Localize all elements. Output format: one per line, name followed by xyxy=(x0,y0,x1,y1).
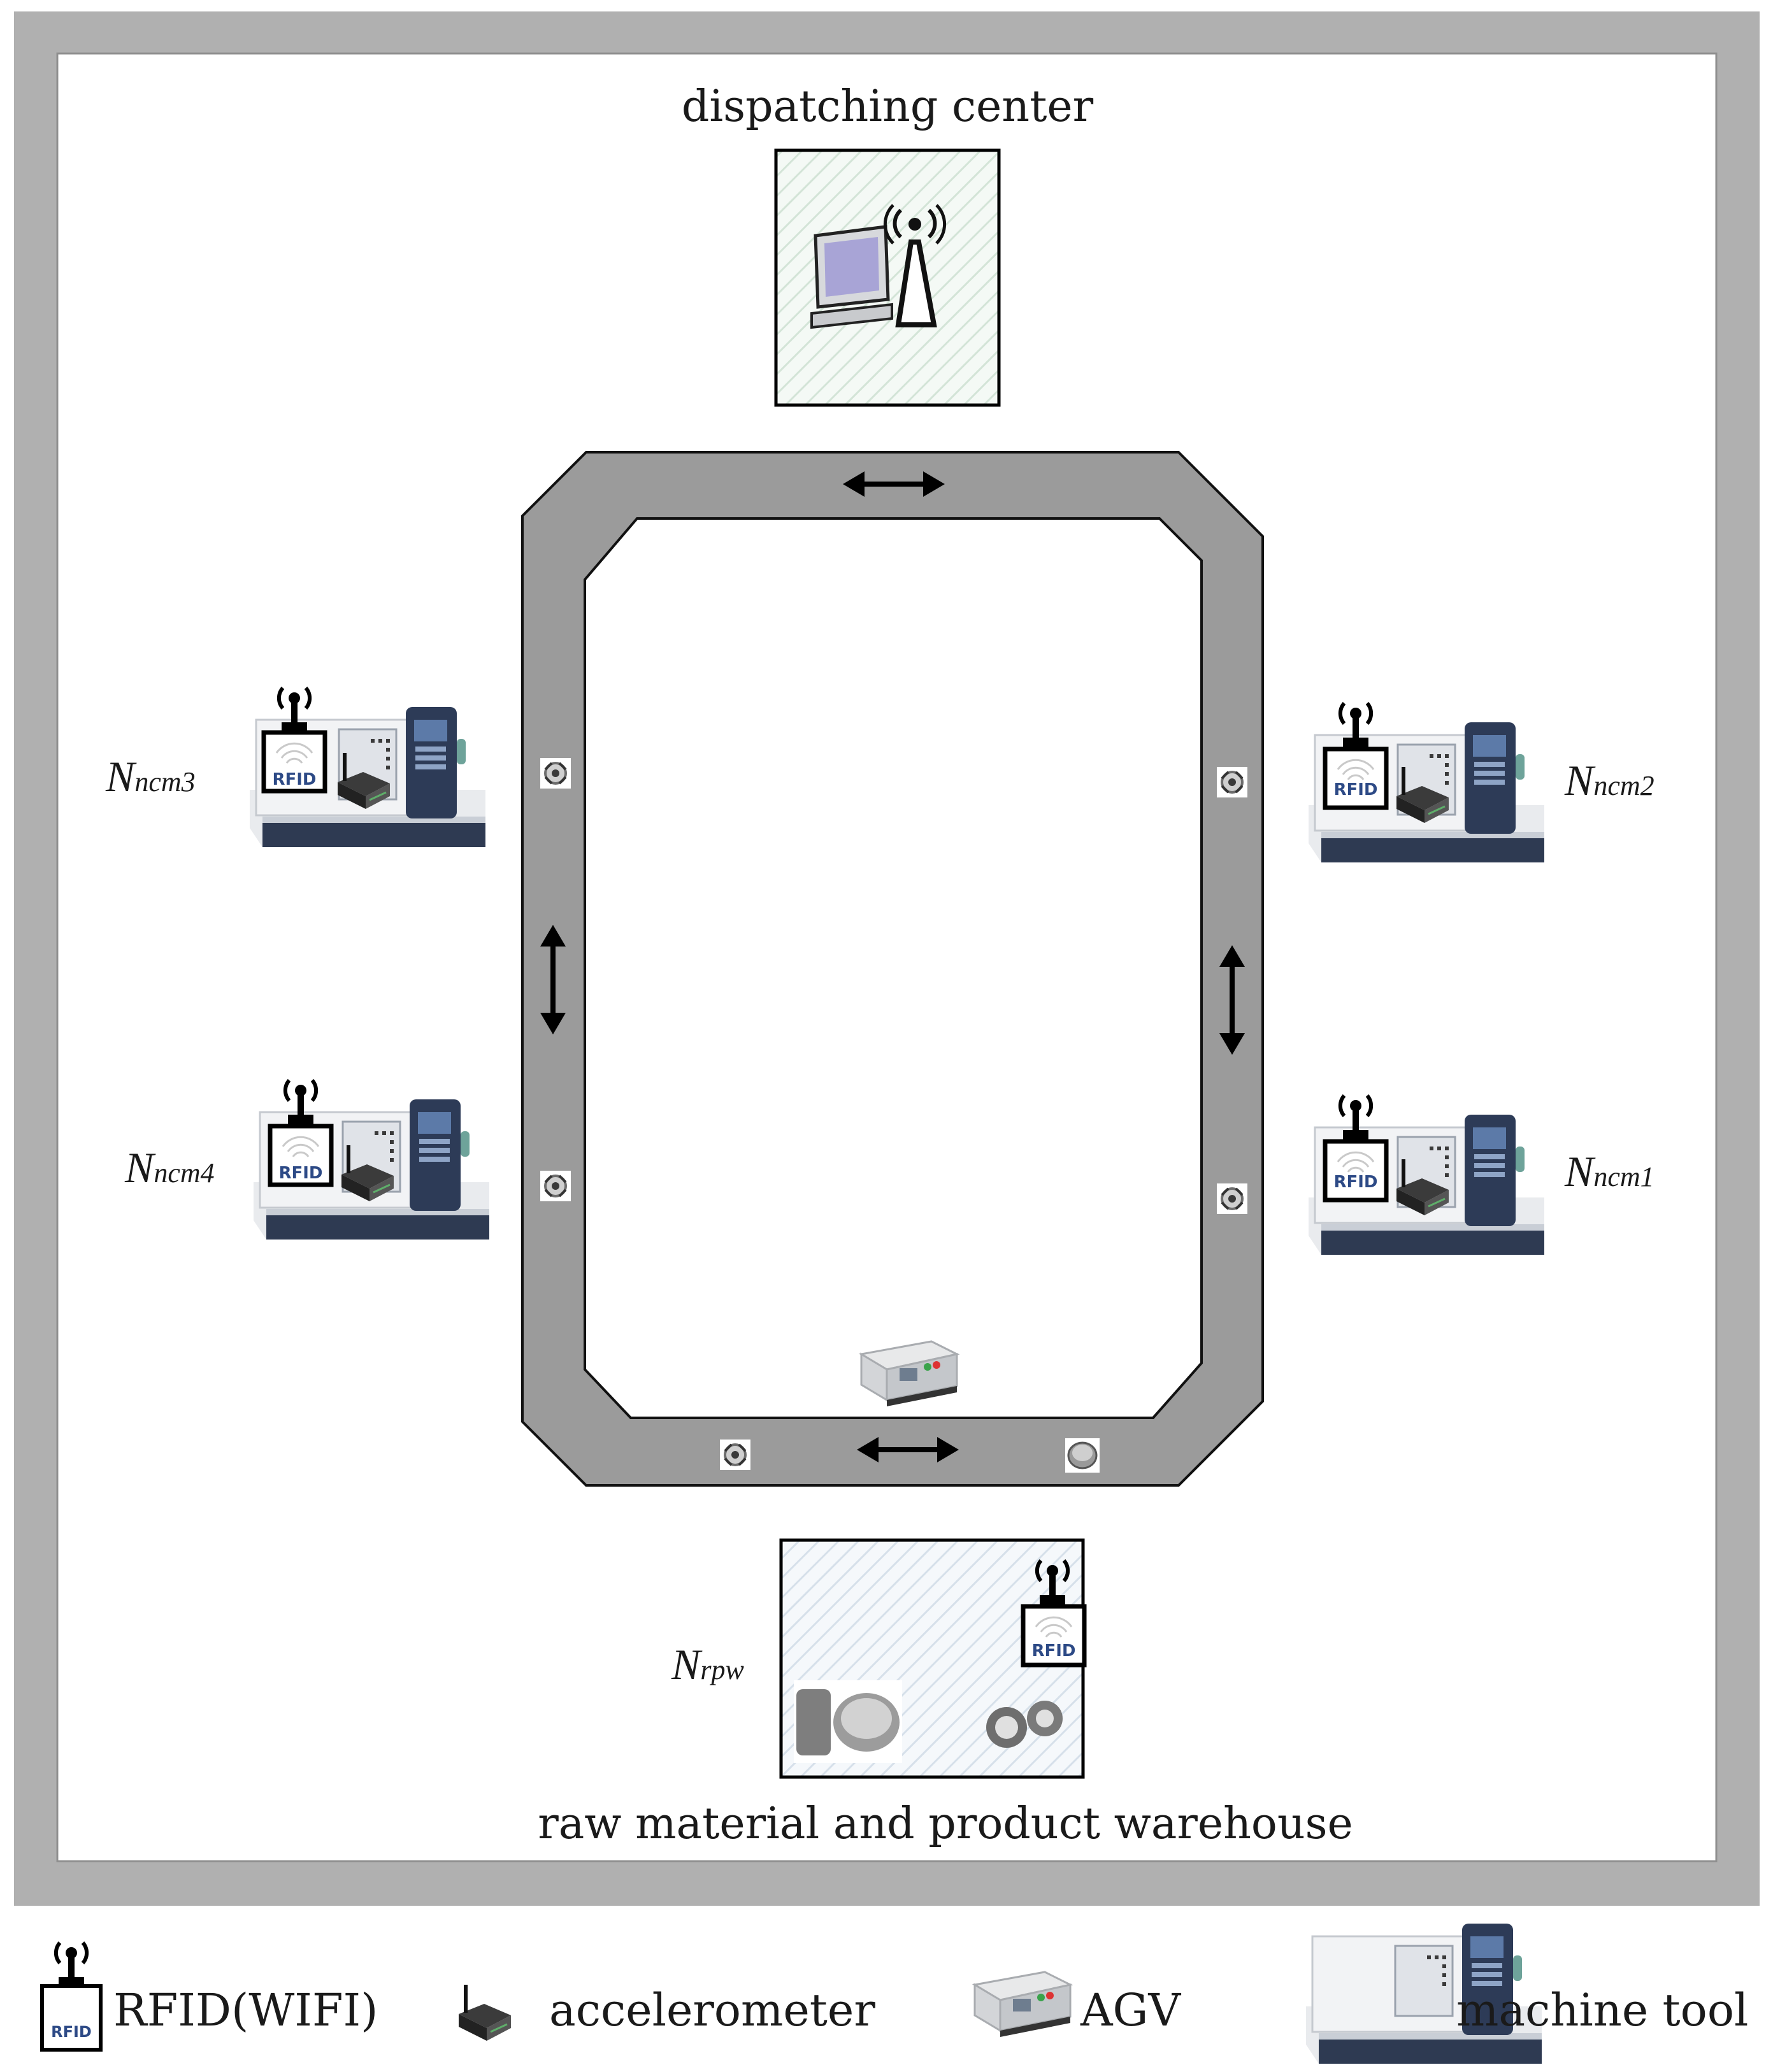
machine-ncm3: RFID xyxy=(248,688,487,848)
legend-label-accelerometer: accelerometer xyxy=(549,1984,875,2036)
agv-track xyxy=(521,451,1264,1487)
raw-material-icon xyxy=(794,1680,902,1763)
rfid-tag-text: RFID xyxy=(1333,1173,1377,1192)
legend-item-agv: AGV xyxy=(973,1971,1181,2038)
wireless-tower-icon xyxy=(883,204,947,327)
machine-ncm1: RFID xyxy=(1307,1096,1546,1256)
rfid-tag-text: RFID xyxy=(278,1164,322,1183)
rfid-tag-text: RFID xyxy=(272,770,316,789)
finished-product-icon xyxy=(986,1701,1063,1748)
legend-label-rfid: RFID(WIFI) xyxy=(113,1984,378,2036)
warehouse-box: RFID xyxy=(779,1538,1084,1779)
dispatching-center-label: dispatching center xyxy=(682,82,1094,132)
legend-item-machine-tool: machine tool xyxy=(1305,1922,1748,2065)
legend-item-accelerometer: accelerometer xyxy=(457,1983,875,2042)
node-label-ncm1: Nncm1 xyxy=(1564,1147,1654,1196)
rfid-wifi-icon xyxy=(56,1943,87,1987)
warehouse-label: raw material and product warehouse xyxy=(538,1799,1353,1849)
node-label-ncm3: Nncm3 xyxy=(105,752,196,801)
part-on-track-icon xyxy=(719,1438,752,1471)
accelerometer-icon xyxy=(457,1983,512,2042)
legend-label-machine-tool: machine tool xyxy=(1456,1984,1748,2036)
rfid-tag-text: RFID xyxy=(1031,1641,1075,1661)
node-label-ncm2: Nncm2 xyxy=(1564,756,1654,804)
node-label-rpw: Nrpw xyxy=(671,1640,744,1689)
legend: RFID RFID(WIFI) accelerometer AGV machin… xyxy=(40,1922,1748,2065)
machine-ncm2: RFID xyxy=(1307,703,1546,864)
node-label-ncm4: Nncm4 xyxy=(124,1143,215,1192)
part-on-track-icon xyxy=(1216,1182,1249,1215)
svg-text:RFID: RFID xyxy=(51,2023,92,2041)
blank-part-icon xyxy=(1065,1438,1100,1473)
rfid-tag-text: RFID xyxy=(1333,780,1377,799)
legend-label-agv: AGV xyxy=(1080,1984,1181,2036)
dispatching-center-box xyxy=(774,148,1001,407)
machine-ncm4: RFID xyxy=(252,1080,491,1241)
part-on-track-icon xyxy=(1216,766,1249,799)
part-on-track-icon xyxy=(539,1169,572,1203)
part-on-track-icon xyxy=(539,757,572,790)
computer-icon xyxy=(810,225,893,329)
agv-icon xyxy=(973,1971,1072,2038)
legend-item-rfid: RFID RFID(WIFI) xyxy=(40,1943,378,2052)
